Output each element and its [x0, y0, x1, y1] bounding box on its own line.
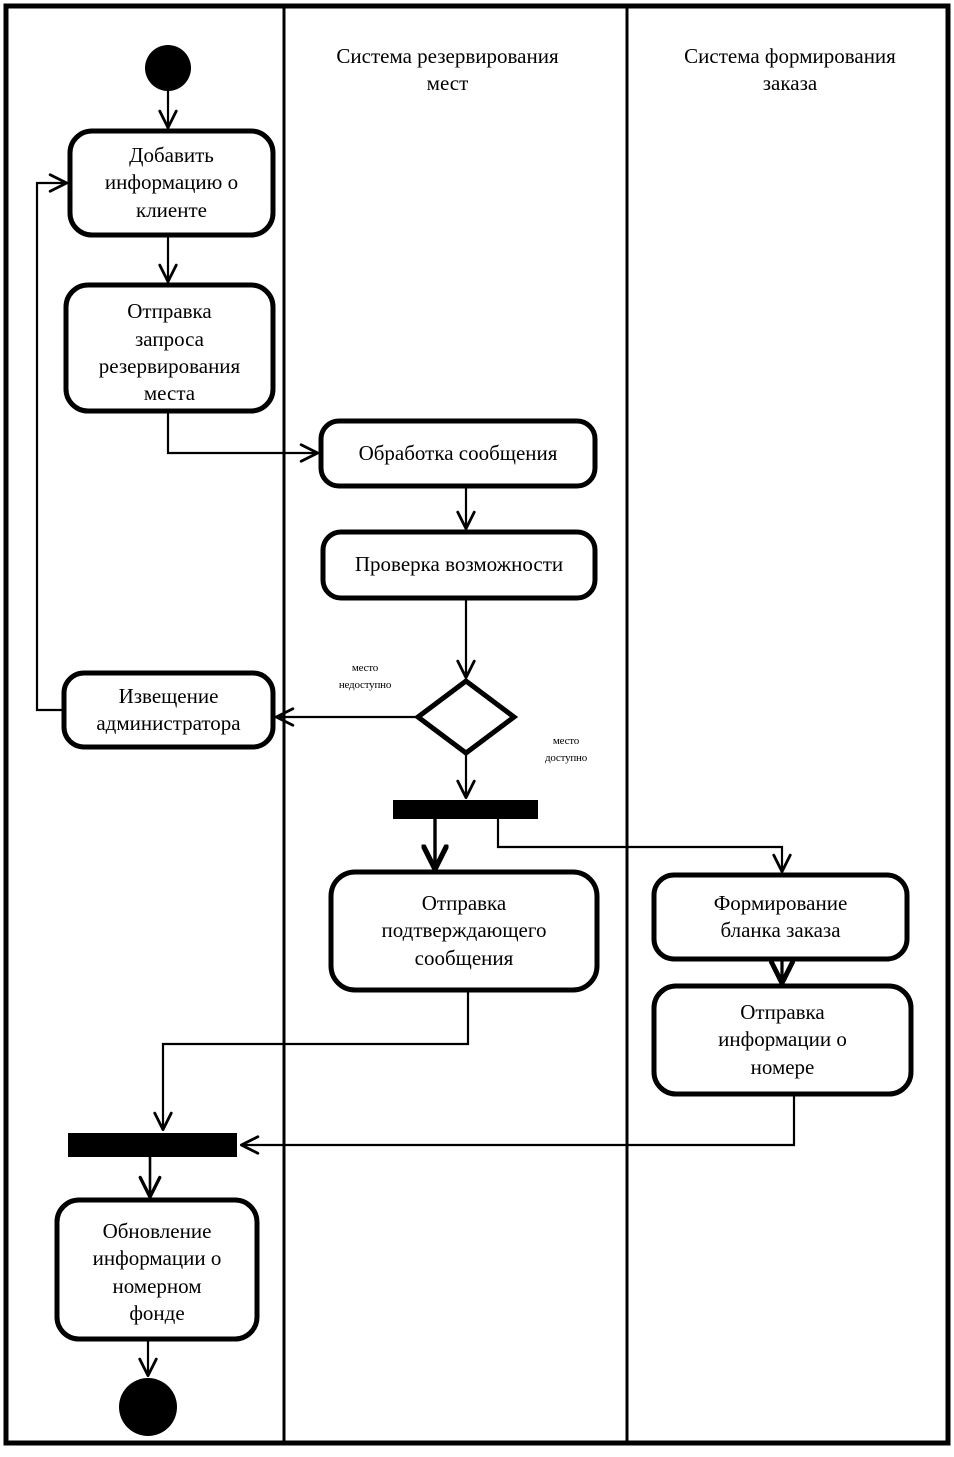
decision-node	[413, 677, 519, 757]
guard-line: место	[552, 735, 580, 747]
guard-line: место	[351, 662, 379, 674]
label-line: информации о	[718, 1027, 847, 1052]
label-line: места	[143, 381, 196, 406]
label-line: Отправка	[740, 1000, 825, 1025]
lane-title-reservation: Система резервирования мест	[300, 43, 595, 97]
activity-process-message	[318, 418, 598, 489]
activity-label-send-reservation-request: Отправка запроса резервирования места	[66, 290, 273, 416]
initial-node	[145, 45, 191, 91]
label-line: Добавить	[129, 143, 214, 168]
label-line: номерном	[112, 1273, 202, 1298]
edge-send-confirmation-to-join	[153, 990, 470, 1132]
label-line: Обновление	[102, 1218, 212, 1243]
lane-title-order-line1: Система формирования	[684, 44, 896, 68]
label-line: фонде	[129, 1300, 185, 1325]
lane-title-reservation-line1: Система резервирования	[336, 44, 559, 68]
label-line: подтверждающего	[381, 918, 547, 943]
activity-send-room-info	[651, 983, 914, 1097]
activity-send-confirmation	[328, 869, 600, 993]
lane-title-order-line2: заказа	[762, 70, 818, 95]
guard-line: доступно	[544, 752, 588, 765]
activity-update-room-fund	[54, 1197, 260, 1342]
label-line: Отправка	[127, 299, 212, 324]
activity-label-send-room-info: Отправка информации о номере	[654, 986, 911, 1094]
label-line: Проверка возможности	[354, 552, 564, 577]
lane-title-reservation-line2: мест	[426, 70, 469, 95]
edge-send-request-to-process-message	[166, 411, 320, 463]
activity-label-add-client-info: Добавить информацию о клиенте	[70, 131, 273, 235]
label-line: администратора	[96, 711, 241, 735]
activity-add-client-info	[67, 128, 276, 238]
final-node	[119, 1378, 177, 1436]
fork-bar	[393, 800, 538, 819]
label-line: клиенте	[136, 197, 207, 222]
label-line: информацию о	[104, 170, 239, 195]
label-line: информации о	[92, 1246, 222, 1271]
activity-label-check-availability: Проверка возможности	[323, 532, 595, 598]
activity-label-create-order-form: Формирование бланка заказа	[654, 875, 907, 959]
label-line: бланка заказа	[720, 918, 841, 942]
diagram-frame	[3, 3, 951, 1446]
activity-label-send-confirmation: Отправка подтверждающего сообщения	[331, 872, 597, 990]
label-line: Отправка	[421, 891, 507, 916]
label-line: номере	[750, 1054, 815, 1079]
lane-title-order: Система формирования заказа	[640, 43, 940, 97]
label-line: Формирование	[713, 890, 848, 915]
guard-line: недоступно	[338, 679, 392, 692]
activity-label-update-room-fund: Обновление информации о номерном фонде	[57, 1203, 257, 1342]
label-line: Извещение	[118, 683, 219, 708]
label-line: запроса	[135, 326, 204, 351]
label-line: Обработка сообщения	[358, 440, 558, 465]
label-line: сообщения	[414, 945, 514, 970]
activity-label-process-message: Обработка сообщения	[321, 421, 595, 486]
label-line: резервирования	[98, 354, 241, 378]
edge-notify-admin-to-add-client	[35, 173, 69, 712]
guard-label-place-unavailable: место недоступно	[311, 660, 419, 694]
join-bar	[68, 1133, 237, 1157]
activity-check-availability	[320, 529, 598, 601]
edge-fork-to-create-order-form	[496, 819, 792, 874]
activity-label-notify-admin: Извещение администратора	[64, 673, 273, 747]
activity-send-reservation-request	[63, 282, 276, 414]
edge-send-room-info-to-join	[239, 1094, 796, 1155]
guard-label-place-available: место доступно	[516, 733, 616, 767]
